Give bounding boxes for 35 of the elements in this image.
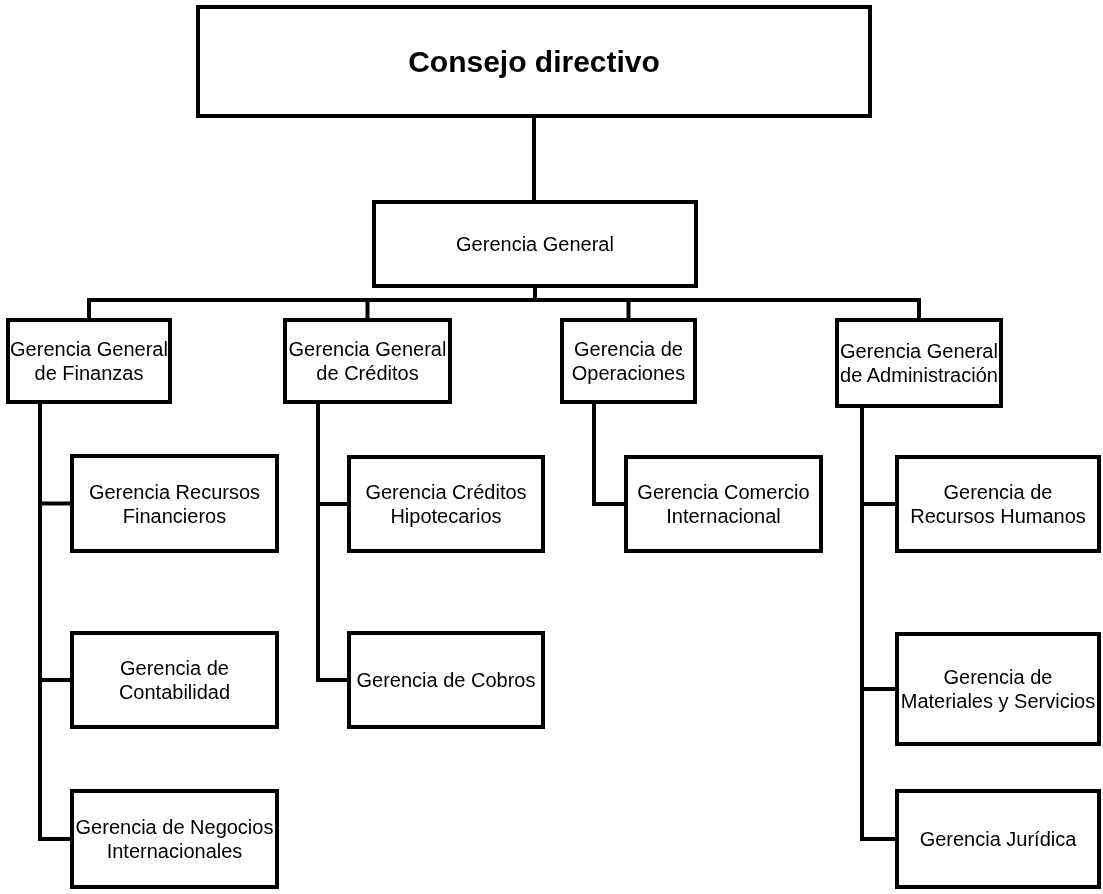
org-box: [560, 318, 697, 404]
box-label: Gerencia de Operaciones: [570, 337, 687, 385]
org-box: [895, 632, 1101, 746]
org-box: [347, 631, 545, 729]
org-box: [835, 318, 1003, 408]
org-box: [6, 318, 172, 404]
box-label: Gerencia de Contabilidad: [117, 656, 232, 704]
box-label: Gerencia General: [456, 232, 614, 256]
box-label: Gerencia Créditos Hipotecarios: [364, 480, 528, 528]
box-label: Gerencia General de Finanzas: [10, 337, 168, 385]
org-box: [347, 455, 545, 553]
org-box: [70, 454, 279, 553]
box-label: Consejo directivo: [408, 43, 660, 80]
box-label: Gerencia Comercio Internacional: [636, 480, 811, 528]
connector-line: [38, 404, 70, 841]
org-box: [70, 631, 279, 729]
box-label: Gerencia General de Administración: [839, 339, 999, 387]
connector-line: [532, 118, 536, 200]
box-label: Gerencia Jurídica: [919, 827, 1077, 851]
org-box: [895, 455, 1101, 553]
org-box: [196, 5, 872, 118]
box-label: Gerencia de Recursos Humanos: [909, 480, 1087, 528]
org-box: [624, 455, 823, 553]
box-label: Gerencia de Cobros: [356, 668, 536, 692]
org-box: [70, 789, 279, 889]
box-label: Gerencia General de Créditos: [287, 337, 448, 385]
connector-line: [592, 404, 624, 506]
box-label: Gerencia de Materiales y Servicios: [899, 665, 1097, 713]
box-label: Gerencia Recursos Financieros: [87, 479, 262, 528]
org-box: [283, 318, 452, 404]
org-box: [895, 789, 1101, 889]
org-box: [372, 200, 698, 288]
connector-line: [860, 408, 895, 841]
connector-line: [316, 404, 347, 682]
box-label: Gerencia de Negocios Internacionales: [74, 815, 275, 863]
